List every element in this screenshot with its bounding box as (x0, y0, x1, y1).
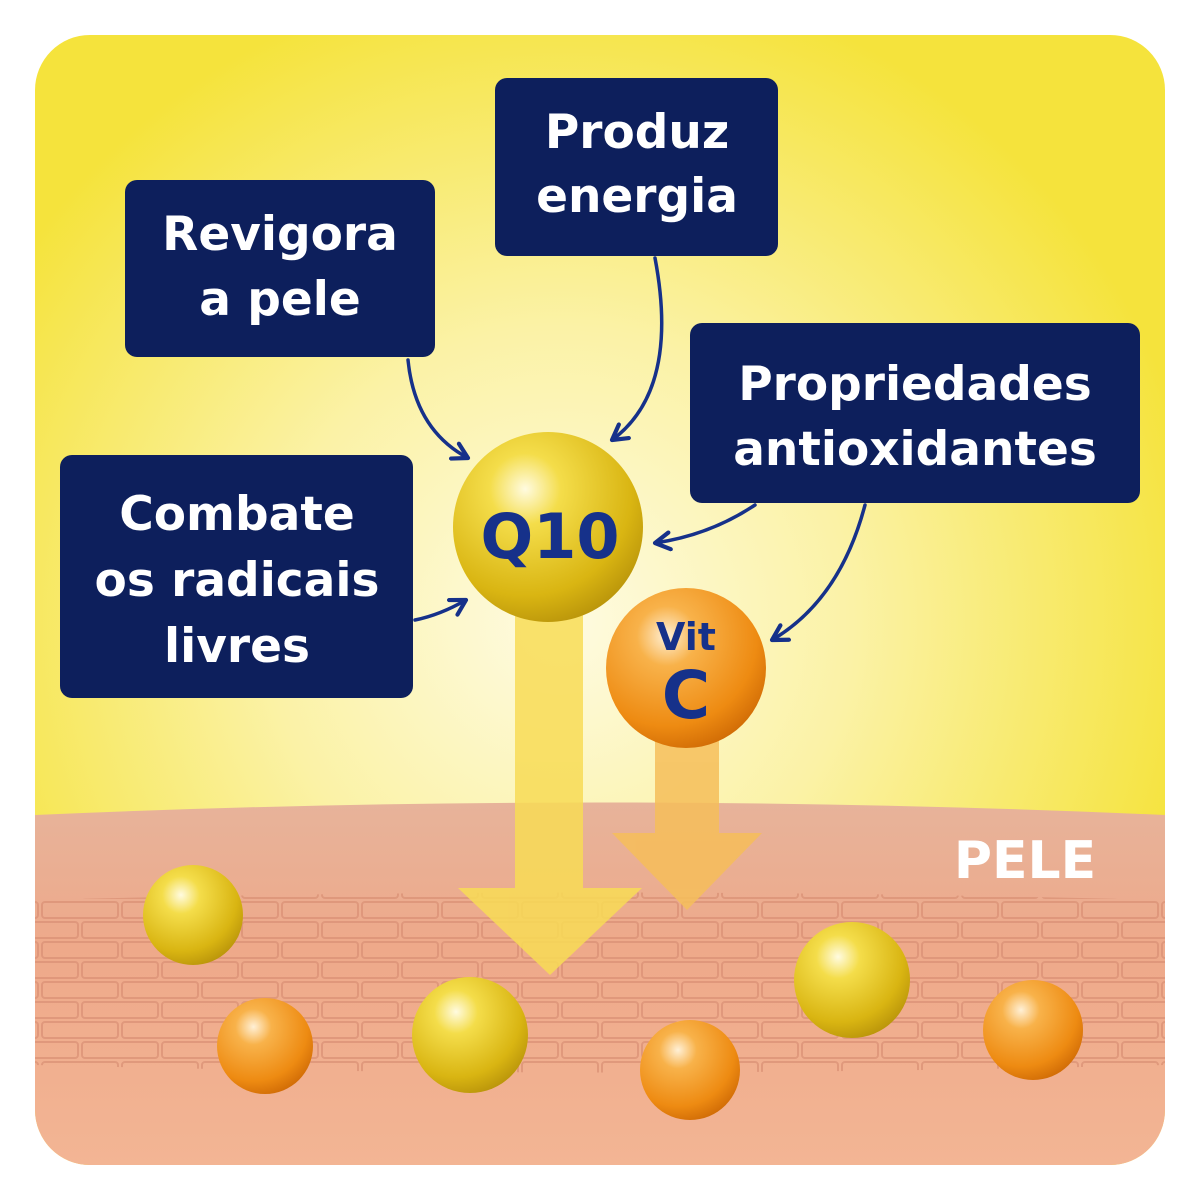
vitc-label-line1: Vit (656, 615, 716, 659)
arrow-produz-to-q10 (609, 256, 664, 443)
label-produz: Produz energia (495, 78, 778, 256)
arrow-revigora-to-q10 (406, 358, 471, 461)
label-line: Propriedades (738, 357, 1092, 412)
q10-sphere: Q10 (453, 432, 643, 622)
vitc-label-line2: C (662, 657, 710, 734)
label-revigora: Revigora a pele (125, 180, 435, 357)
label-line: energia (536, 169, 738, 224)
label-line: antioxidantes (733, 422, 1097, 477)
skin-label: PELE (954, 831, 1096, 891)
label-combate: Combate os radicais livres (60, 455, 413, 698)
q10-down-arrow (458, 600, 642, 975)
q10-label: Q10 (481, 500, 620, 573)
vitc-molecule-in-skin (640, 1020, 740, 1120)
label-propriedades: Propriedades antioxidantes (690, 323, 1140, 503)
arrow-combate-to-q10 (413, 597, 469, 622)
vitc-molecule-in-skin (217, 998, 313, 1094)
vitc-down-arrow (612, 735, 762, 910)
label-line: Combate (119, 487, 354, 542)
label-line: a pele (199, 272, 361, 327)
label-line: Revigora (162, 207, 398, 262)
label-line: livres (164, 619, 310, 674)
label-line: os radicais (95, 553, 380, 608)
vitc-molecule-in-skin (983, 980, 1083, 1080)
arrow-propriedades-to-q10 (652, 503, 757, 552)
label-line: Produz (545, 105, 729, 160)
q10-molecule-in-skin (794, 922, 910, 1038)
q10-molecule-in-skin (412, 977, 528, 1093)
vitc-sphere: Vit C (606, 588, 766, 748)
arrow-propriedades-to-vitc (769, 503, 867, 643)
q10-molecule-in-skin (143, 865, 243, 965)
